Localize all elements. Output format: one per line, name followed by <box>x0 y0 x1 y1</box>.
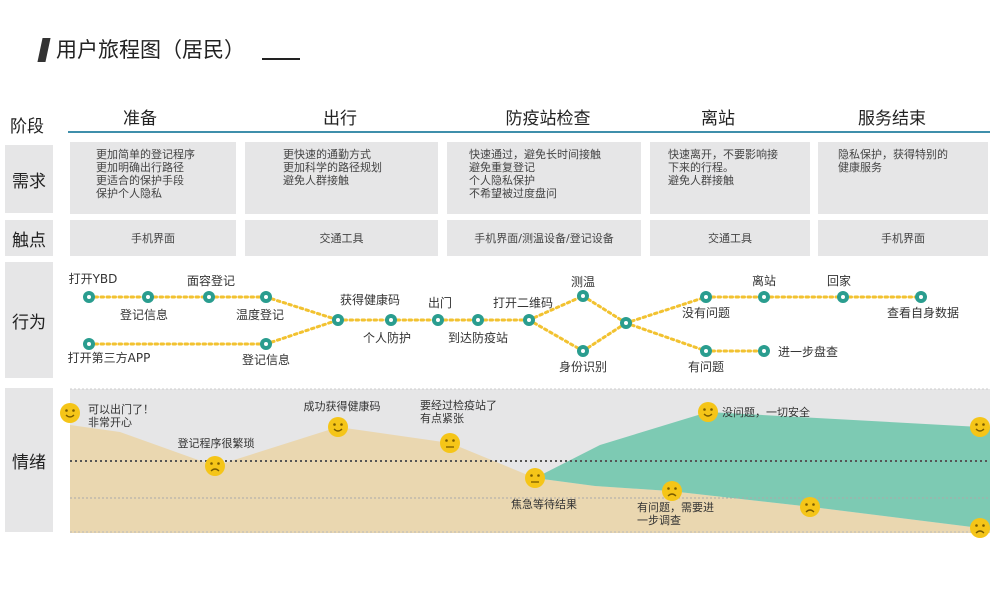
action-label-leave: 离站 <box>752 273 776 288</box>
action-node-core <box>919 295 923 299</box>
action-node-core <box>762 349 766 353</box>
emoji-sad-icon <box>205 456 225 476</box>
stage-travel: 出行 <box>323 109 357 129</box>
emoji-happy-icon <box>60 403 80 423</box>
action-node-core <box>476 318 480 322</box>
touch-travel: 交通工具 <box>245 220 438 256</box>
action-label-protect: 个人防护 <box>363 330 411 345</box>
row-label-touchpoints: 触点 <box>5 220 53 256</box>
emotion-cool-area <box>535 412 990 530</box>
action-label-measure: 测温 <box>571 275 595 289</box>
emoji-neutral-icon <box>440 433 460 453</box>
action-node-core <box>87 342 91 346</box>
edge-hub-noprob <box>624 295 708 325</box>
action-node-core <box>581 349 585 353</box>
need-travel: 更快速的通勤方式 更加科学的路径规划 避免人群接触 <box>245 142 438 214</box>
emotion-label-e1: 可以出门了！非常开心 <box>88 402 154 429</box>
emoji-sad-icon <box>800 497 820 517</box>
edge-measure-hub <box>581 294 628 325</box>
emotion-label-e7: 没问题，一切安全 <box>722 405 810 419</box>
row-label-actions: 行为 <box>5 262 53 378</box>
emoji-neutral-icon <box>525 468 545 488</box>
stage-leave: 离站 <box>701 109 735 129</box>
need-leave: 快速离开，不要影响接 下来的行程。 避免人群接触 <box>650 142 810 214</box>
need-end: 隐私保护，获得特别的 健康服务 <box>818 142 988 214</box>
action-node-core <box>87 295 91 299</box>
edge-idcheck-hub <box>581 321 628 353</box>
touch-end: 手机界面 <box>818 220 988 256</box>
action-label-reg: 登记信息 <box>120 307 168 322</box>
emotion-label-e4: 要经过检疫站了有点紧张 <box>420 398 497 425</box>
emotion-label-e5: 焦急等待结果 <box>511 497 577 511</box>
title-underline <box>262 58 300 60</box>
page-title: 用户旅程图（居民） <box>56 38 245 62</box>
action-label-temp1: 温度登记 <box>236 307 284 322</box>
action-node-core <box>704 349 708 353</box>
action-node-core <box>704 295 708 299</box>
action-node-core <box>336 318 340 322</box>
action-node-core <box>581 294 585 298</box>
edge-reg2-code <box>264 318 340 346</box>
stage-row-label: 阶段 <box>10 117 44 137</box>
action-node-core <box>389 318 393 322</box>
action-label-data: 查看自身数据 <box>887 305 959 320</box>
action-label-inquire: 进一步盘查 <box>778 344 838 359</box>
action-node-core <box>264 295 268 299</box>
action-label-home: 回家 <box>827 273 851 288</box>
stage-end: 服务结束 <box>858 109 926 129</box>
action-node-core <box>436 318 440 322</box>
action-node-core <box>762 295 766 299</box>
emoji-sad-icon <box>970 518 990 538</box>
action-node-core <box>841 295 845 299</box>
emoji-happy-icon <box>698 402 718 422</box>
touch-leave: 交通工具 <box>650 220 810 256</box>
action-label-qr: 打开二维码 <box>493 296 553 310</box>
action-label-third: 打开第三方APP <box>68 350 151 365</box>
emoji-sad-icon <box>662 481 682 501</box>
emotion-label-e3: 成功获得健康码 <box>304 399 381 413</box>
edge-temp1-code <box>264 295 340 322</box>
stage-prepare: 准备 <box>123 109 157 129</box>
action-label-prob: 有问题 <box>688 360 724 374</box>
need-checkpoint: 快速通过，避免长时间接触 避免重复登记 个人隐私保护 不希望被过度盘问 <box>447 142 641 214</box>
action-node-core <box>207 295 211 299</box>
emotion-label-e2: 登记程序很繁琐 <box>178 436 255 450</box>
need-prepare: 更加简单的登记程序 更加明确出行路径 更适合的保护手段 保护个人隐私 <box>70 142 236 214</box>
stage-divider <box>68 131 990 133</box>
action-node-core <box>527 318 531 322</box>
action-node-core <box>264 342 268 346</box>
action-label-noprob: 没有问题 <box>682 305 730 320</box>
edge-qr-idcheck <box>527 318 585 353</box>
stage-checkpoint: 防疫站检查 <box>505 109 591 129</box>
touch-checkpoint: 手机界面/测温设备/登记设备 <box>447 220 641 256</box>
emoji-happy-icon <box>328 417 348 437</box>
action-label-ybd: 打开YBD <box>69 272 118 286</box>
row-label-emotions: 情绪 <box>5 388 53 532</box>
action-node-core <box>146 295 150 299</box>
edge-qr-measure <box>527 294 585 322</box>
emoji-happy-icon <box>970 417 990 437</box>
action-label-idcheck: 身份识别 <box>559 359 607 374</box>
action-node-core <box>624 321 628 325</box>
action-label-out: 出门 <box>428 295 452 310</box>
action-label-face: 面容登记 <box>187 273 235 288</box>
action-label-reg2: 登记信息 <box>242 352 290 367</box>
action-label-arrive: 到达防疫站 <box>448 330 508 345</box>
action-label-code: 获得健康码 <box>340 292 400 307</box>
edge-hub-prob <box>624 321 708 353</box>
touch-prepare: 手机界面 <box>70 220 236 256</box>
row-label-needs: 需求 <box>5 145 53 213</box>
emotion-label-e6: 有问题，需要进一步调查 <box>637 500 714 527</box>
